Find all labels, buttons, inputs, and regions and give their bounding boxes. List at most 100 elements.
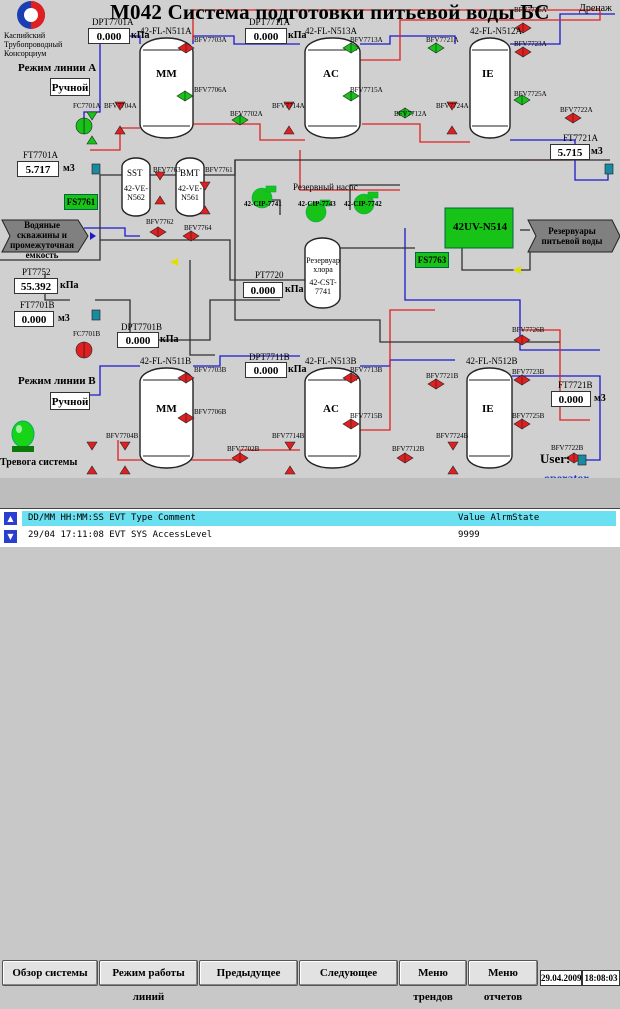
bfv7703b-tag: BFV7703B [194,366,227,374]
line-a-mode-button[interactable]: Ручной [50,78,90,96]
tank-ie-b-label[interactable]: IE [482,403,494,415]
alarm-log-header: DD/MM HH:MM:SS EVT Type Comment Value Al… [22,511,616,526]
tank-ie-a-name: 42-FL-N512A [470,26,522,36]
bfv7724b-tag: BFV7724B [436,432,469,440]
bfv7723b-tag: BFV7723B [512,368,545,376]
destination-label: Резервуары питьевой воды [541,226,603,246]
process-diagram [0,9,620,475]
nav-prev-button[interactable]: Предыдущее [199,960,298,986]
pt7720-tag: PT7720 [255,270,284,280]
bfv7726a-tag: BFV7726A [514,6,547,14]
pump-42-cip-7741[interactable] [251,187,273,209]
bfv7715b-tag: BFV7715B [350,412,383,420]
reserve-pump-label: Резервный насос [293,182,358,192]
uv-unit-label[interactable]: 42UV-N514 [453,221,508,233]
pump-42-cip-7743[interactable] [305,201,327,223]
bmt-name: 42-VE-N561 [178,184,202,202]
chlor-tank-name: 42-CST-7741 [309,278,337,296]
ft7701b-tag: FT7701B [20,300,55,310]
ft7701a-tag: FT7701A [23,150,59,160]
tank-ac-a-label[interactable]: AC [323,68,339,80]
ft7721a-value[interactable]: 5.715 [550,144,590,160]
tank-ie-a-label[interactable]: IE [482,68,494,80]
tank-mm-b-label[interactable]: MM [156,403,177,415]
bfv7724a-tag: BFV7724A [436,102,469,110]
nav-next-button[interactable]: Следующее [299,960,398,986]
date-box: 29.04.2009 [540,970,582,986]
dpt7711a-tag: DPT7711A [249,17,291,27]
dpt7711b-unit: кПа [288,364,307,375]
tank-mm-a-label[interactable]: MM [156,68,177,80]
dpt7711b-value[interactable]: 0.000 [245,362,287,378]
user-name: operator [544,471,589,478]
dpt7701a-unit: кПа [131,30,150,41]
dpt7701b-unit: кПа [160,334,179,345]
bfv7702a-tag: BFV7702A [230,110,263,118]
ft7721b-value[interactable]: 0.000 [551,391,591,407]
bfv7714b-tag: BFV7714B [272,432,305,440]
ft7701a-unit: м3 [63,163,75,174]
fs7763-tag: FS7763 [415,252,449,268]
source-label: Водяные скважины и промежуточная емкость [10,220,74,260]
scroll-down-icon[interactable]: ▼ [4,530,17,543]
bfv7702b-tag: BFV7702B [227,445,260,453]
pump-2-tag: 42-CIP-7743 [298,200,336,208]
bfv7713a-tag: BFV7713A [350,36,383,44]
tank-ac-b-label[interactable]: AC [323,403,339,415]
ft7701b-value[interactable]: 0.000 [14,311,54,327]
bfv7722a-tag: BFV7722A [560,106,593,114]
line-a-mode-label: Режим линии А [18,62,97,74]
nav-line-mode-button[interactable]: Режим работы линий [99,960,198,1003]
scroll-up-icon[interactable]: ▲ [4,512,17,525]
bfv7762-tag: BFV7762 [146,218,174,226]
ft7701a-sensor [91,163,101,175]
bfv7725b-tag: BFV7725B [512,412,545,420]
bfv7725a-tag: BFV7725A [514,90,547,98]
bfv7713b-tag: BFV7713B [350,366,383,374]
pt7720-value[interactable]: 0.000 [243,282,283,298]
dpt7711b-tag: DPT7711B [249,352,290,362]
dpt7701a-tag: DPT7701A [92,17,134,27]
pt7752-tag: PT7752 [22,267,51,277]
company-name: Каспийский Трубопроводный Консорциум [4,31,63,58]
bfv7715a-tag: BFV7715A [350,86,383,94]
ft7701a-value[interactable]: 5.717 [17,161,59,177]
nav-overview-button[interactable]: Обзор системы [2,960,98,986]
line-b-mode-label: Режим линии В [18,375,96,387]
user-block: User: operator [540,448,620,478]
alarm-lamp-icon[interactable] [10,420,36,454]
tank-ac-b-name: 42-FL-N513B [305,356,357,366]
bfv7721b-tag: BFV7721B [426,372,459,380]
fc7701a-actuator[interactable] [83,117,93,135]
fc7701b-tag: FC7701B [73,330,101,338]
dpt7701a-value[interactable]: 0.000 [88,28,130,44]
chlor-tank-label: Резервуар хлора [306,256,340,274]
bfv7712a-tag: BFV7712A [394,110,427,118]
pt7720-unit: кПа [285,284,304,295]
bottom-nav-bar: Обзор системы Режим работы линий Предыду… [0,478,620,1003]
tank-mm-a-name: 42-FL-N511A [140,26,192,36]
fs7761-tag: FS7761 [64,194,98,210]
dpt7701b-tag: DPT7701B [121,322,163,332]
dpt7711a-value[interactable]: 0.000 [245,28,287,44]
alarm-log-row[interactable]: 29/04 17:11:08 EVT SYS AccessLevel 9999 [22,528,616,543]
ft7701b-sensor [91,309,101,321]
tank-ie-b-name: 42-FL-N512B [466,356,518,366]
dpt7701b-value[interactable]: 0.000 [117,332,159,348]
time-box: 18:08:03 [582,970,620,986]
pump-42-cip-7742[interactable] [353,193,375,215]
fc7701b-actuator[interactable] [83,341,93,359]
bfv7763-tag: BFV7763 [153,166,181,174]
nav-reports-button[interactable]: Меню отчетов [468,960,538,1003]
pt7752-unit: кПа [60,280,79,291]
bfv7714a-tag: BFV7714A [272,102,305,110]
ft7721b-sensor [577,454,587,466]
ft7721b-tag: FT7721B [558,380,593,390]
alarm-header-left: DD/MM HH:MM:SS EVT Type Comment [28,513,196,523]
ft7721a-sensor [604,163,614,175]
pt7752-value[interactable]: 55.392 [14,278,58,294]
process-canvas: М042 Система подготовки питьевой воды БС… [0,0,620,478]
line-b-mode-button[interactable]: Ручной [50,392,90,410]
nav-trends-button[interactable]: Меню трендов [399,960,467,1003]
alarm-header-right: Value AlrmState [458,513,540,523]
